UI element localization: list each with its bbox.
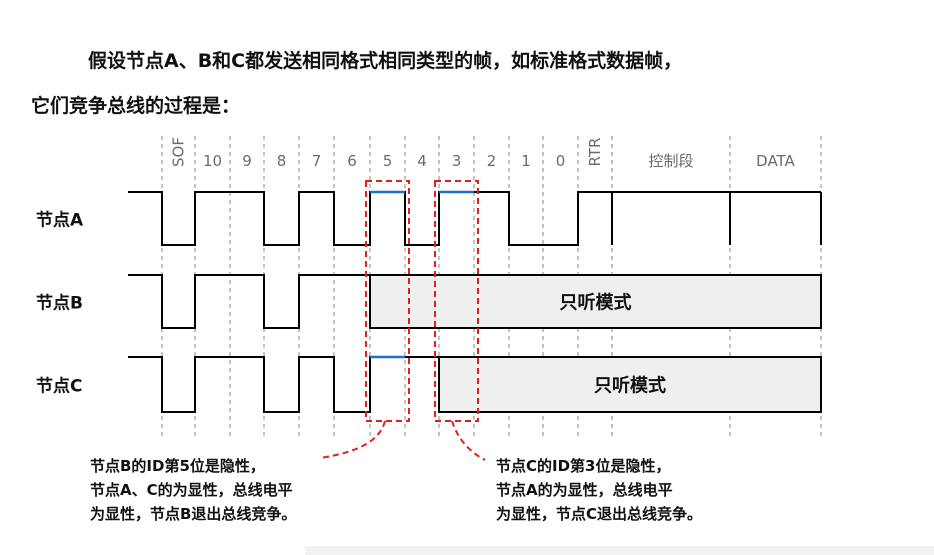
- bit-label-12: RTR: [586, 138, 604, 167]
- callout-lines: [319, 420, 486, 461]
- callout-line-node-c: [451, 420, 486, 461]
- row-label-2: 节点C: [36, 376, 82, 397]
- callout-line-node-b: [319, 420, 386, 459]
- row-label-1: 节点B: [36, 293, 83, 314]
- bit-label-4: 7: [312, 152, 322, 170]
- note-node-c-line-1: 节点C的ID第3位是隐性，: [496, 457, 671, 475]
- bit-label-0: SOF: [170, 137, 188, 167]
- listen-region-row-1: [369, 274, 822, 329]
- intro-line-2: 它们竞争总线的过程是：: [31, 95, 241, 117]
- intro-line-1: 假设节点A、B和C都发送相同格式相同类型的帧，如标准格式数据帧，: [88, 50, 683, 72]
- arbitration-box-bit-6: [365, 180, 410, 422]
- note-node-b-line-3: 为显性，节点B退出总线竞争。: [90, 505, 297, 523]
- highlighted-bits: [370, 190, 474, 359]
- bit-label-1: 10: [203, 152, 222, 170]
- listen-label-row-1: 只听模式: [560, 292, 632, 314]
- note-node-c-line-3: 为显性，节点C退出总线竞争。: [496, 505, 703, 523]
- bit-label-8: 3: [452, 152, 462, 170]
- note-node-b-line-2: 节点A、C的为显性，总线电平: [90, 481, 293, 499]
- listen-region-row-2: [438, 356, 822, 413]
- bit-label-5: 6: [347, 152, 357, 170]
- waveform-row-1: [128, 274, 370, 329]
- arbitration-box-bit-8: [434, 180, 479, 422]
- bit-label-3: 8: [277, 152, 287, 170]
- bit-label-7: 4: [417, 152, 427, 170]
- bit-label-2: 9: [242, 152, 252, 170]
- arbitration-boxes: [365, 180, 479, 422]
- note-node-b-line-1: 节点B的ID第5位是隐性，: [90, 457, 265, 475]
- bit-label-14: DATA: [756, 152, 795, 170]
- waveform-row-2: [128, 356, 439, 413]
- note-node-c: 节点C的ID第3位是隐性， 节点A的为显性，总线电平 为显性，节点C退出总线竞争…: [496, 454, 702, 526]
- intro-text: 假设节点A、B和C都发送相同格式相同类型的帧，如标准格式数据帧， 它们竞争总线的…: [0, 0, 934, 130]
- note-node-b: 节点B的ID第5位是隐性， 节点A、C的为显性，总线电平 为显性，节点B退出总线…: [90, 454, 296, 526]
- bit-label-13: 控制段: [648, 152, 693, 170]
- bit-label-10: 1: [521, 152, 531, 170]
- bit-label-11: 0: [556, 152, 566, 170]
- listen-label-row-2: 只听模式: [594, 375, 666, 397]
- note-node-c-line-2: 节点A的为显性，总线电平: [496, 481, 673, 499]
- row-labels: 节点A 节点B 节点C: [36, 210, 84, 397]
- row-label-0: 节点A: [36, 210, 84, 231]
- bit-label-6: 5: [383, 152, 393, 170]
- bit-label-9: 2: [487, 152, 497, 170]
- corner-panel: [305, 546, 934, 555]
